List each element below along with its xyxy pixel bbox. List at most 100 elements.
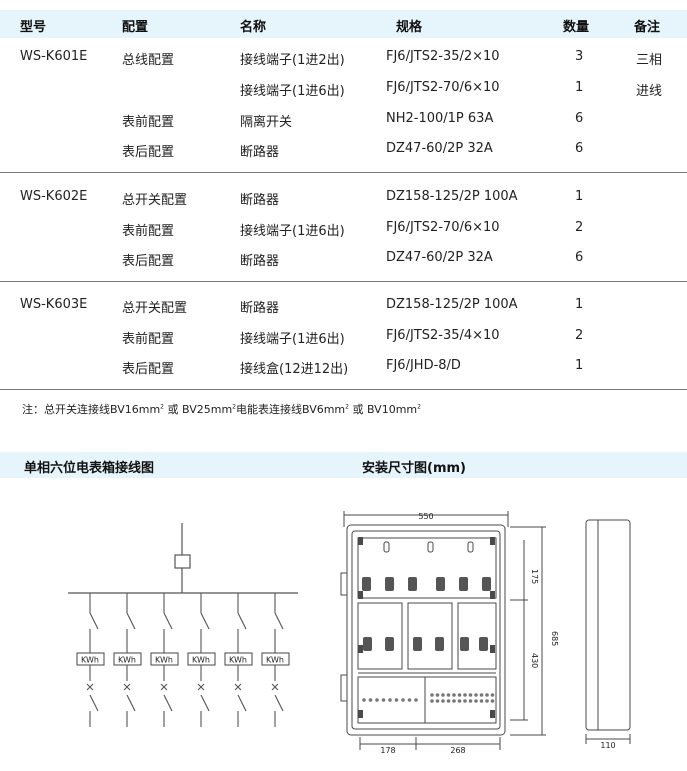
table-cell-config: 表前配置 bbox=[122, 332, 175, 347]
terminal bbox=[375, 698, 379, 702]
terminal bbox=[490, 693, 495, 697]
terminal bbox=[479, 693, 484, 697]
main-switch-icon bbox=[174, 554, 191, 569]
terminal bbox=[435, 699, 440, 703]
header-spec: 规格 bbox=[396, 20, 423, 35]
table-cell-qty: 6 bbox=[575, 141, 584, 156]
header-model: 型号 bbox=[20, 20, 47, 35]
table-cell-qty: 1 bbox=[575, 358, 584, 373]
dims-title: 安装尺寸图(mm) bbox=[362, 461, 466, 476]
meter-window bbox=[479, 637, 488, 651]
meter-label: KWh bbox=[229, 656, 247, 665]
meter-window bbox=[460, 637, 469, 651]
section-header: 单相六位电表箱接线图 安装尺寸图(mm) bbox=[0, 452, 687, 478]
table-cell-name: 接线盒(12进12出) bbox=[240, 362, 349, 377]
header-name: 名称 bbox=[240, 20, 267, 35]
table-cell-name: 接线端子(1进6出) bbox=[240, 332, 345, 347]
table-cell-remark: 三相 bbox=[636, 53, 663, 68]
table-cell-spec: DZ47-60/2P 32A bbox=[386, 141, 493, 156]
terminal bbox=[362, 698, 366, 702]
table-cell-qty: 6 bbox=[575, 250, 584, 265]
table-cell-config: 表后配置 bbox=[122, 145, 175, 160]
meter-window bbox=[459, 577, 468, 591]
table-cell-model: WS-K602E bbox=[20, 189, 88, 204]
terminal bbox=[407, 698, 412, 702]
terminal bbox=[441, 699, 445, 703]
table-cell-qty: 1 bbox=[575, 189, 584, 204]
table-cell-config: 表前配置 bbox=[122, 224, 175, 239]
meter-window bbox=[385, 577, 394, 591]
table-cell-spec: FJ6/JTS2-70/6×10 bbox=[386, 80, 500, 95]
table-cell-name: 断路器 bbox=[240, 145, 280, 160]
table-cell-spec: DZ158-125/2P 100A bbox=[386, 297, 518, 312]
meter-window bbox=[408, 577, 417, 591]
table-cell-spec: NH2-100/1P 63A bbox=[386, 111, 494, 126]
meter-label: KWh bbox=[192, 656, 210, 665]
table-cell-config: 总线配置 bbox=[122, 53, 175, 68]
terminal bbox=[457, 693, 462, 697]
terminal bbox=[452, 699, 456, 703]
table-cell-name: 接线端子(1进2出) bbox=[240, 53, 345, 68]
meter-branch bbox=[76, 593, 105, 727]
meter-branch bbox=[187, 593, 216, 727]
table-cell-name: 断路器 bbox=[240, 301, 280, 316]
table-cell-config: 表前配置 bbox=[122, 115, 175, 130]
table-header: 型号 配置 名称 规格 数量 备注 bbox=[0, 10, 687, 38]
terminal bbox=[474, 693, 478, 697]
table-cell-qty: 3 bbox=[575, 49, 584, 64]
terminal bbox=[446, 699, 451, 703]
table-cell-spec: FJ6/JTS2-35/4×10 bbox=[386, 328, 500, 343]
meter-window bbox=[482, 577, 491, 591]
table-cell-config: 总开关配置 bbox=[122, 193, 188, 208]
meter-label: KWh bbox=[155, 656, 173, 665]
table-cell-qty: 2 bbox=[575, 328, 584, 343]
group-divider bbox=[0, 389, 687, 390]
table-cell-remark: 进线 bbox=[636, 84, 663, 99]
terminal bbox=[485, 699, 489, 703]
terminal bbox=[468, 699, 473, 703]
table-cell-config: 表后配置 bbox=[122, 362, 175, 377]
terminal bbox=[430, 693, 434, 697]
terminal bbox=[401, 698, 405, 702]
table-cell-spec: FJ6/JTS2-35/2×10 bbox=[386, 49, 500, 64]
meter-label: KWh bbox=[81, 656, 99, 665]
terminal bbox=[479, 699, 484, 703]
meter-branch bbox=[224, 593, 253, 727]
terminal bbox=[457, 699, 462, 703]
dim-height: 685 bbox=[550, 631, 559, 646]
wiring-title: 单相六位电表箱接线图 bbox=[24, 461, 155, 476]
table-cell-qty: 1 bbox=[575, 297, 584, 312]
meter-window bbox=[362, 577, 371, 591]
dim-lower: 430 bbox=[530, 653, 539, 668]
dim-upper: 175 bbox=[530, 569, 539, 584]
meter-label: KWh bbox=[266, 656, 284, 665]
terminal bbox=[430, 699, 434, 703]
mounting-holes bbox=[358, 537, 495, 718]
terminal bbox=[446, 693, 451, 697]
terminal bbox=[381, 698, 386, 702]
dim-bottom-left: 178 bbox=[380, 746, 395, 755]
table-cell-config: 总开关配置 bbox=[122, 301, 188, 316]
table-cell-config: 表后配置 bbox=[122, 254, 175, 269]
group-divider bbox=[0, 172, 687, 173]
header-remark: 备注 bbox=[634, 20, 661, 35]
dim-bottom-right: 268 bbox=[450, 746, 465, 755]
meter-branch bbox=[113, 593, 142, 727]
table-cell-spec: DZ158-125/2P 100A bbox=[386, 189, 518, 204]
terminal bbox=[441, 693, 445, 697]
side-view-diagram: 110 bbox=[585, 519, 631, 750]
terminal bbox=[474, 699, 478, 703]
table-cell-name: 断路器 bbox=[240, 254, 280, 269]
terminal bbox=[490, 699, 495, 703]
dim-width: 550 bbox=[418, 512, 433, 521]
meter-branch bbox=[150, 593, 179, 727]
table-cell-name: 接线端子(1进6出) bbox=[240, 84, 345, 99]
meter-branch bbox=[261, 593, 290, 727]
terminal bbox=[452, 693, 456, 697]
table-cell-model: WS-K603E bbox=[20, 297, 88, 312]
dim-depth: 110 bbox=[600, 741, 615, 750]
table-cell-qty: 2 bbox=[575, 220, 584, 235]
footnote: 注：总开关连接线BV16mm2 或 BV25mm2电能表连接线BV6mm2 或 … bbox=[22, 403, 421, 416]
table-cell-spec: FJ6/JHD-8/D bbox=[386, 358, 461, 373]
meter-window bbox=[385, 637, 394, 651]
